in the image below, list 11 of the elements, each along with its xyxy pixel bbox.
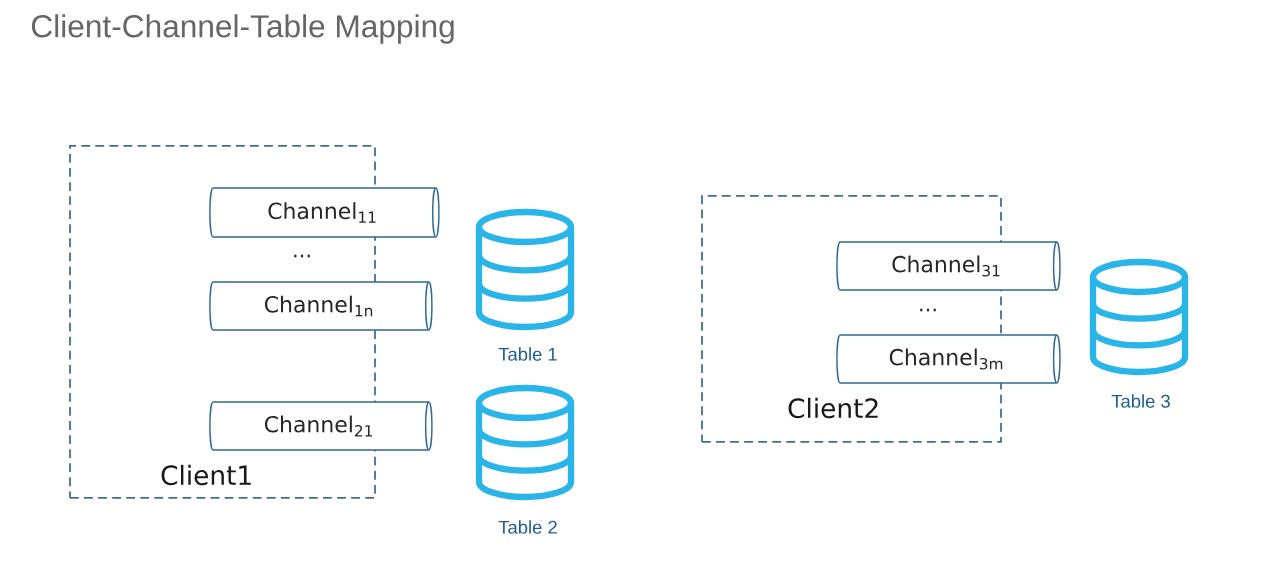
channel-cylinder: Channel$_{11}$ bbox=[209, 187, 440, 238]
channel-cylinder: Channel$_{31}$ bbox=[836, 241, 1061, 291]
table-label: Table 2 bbox=[498, 520, 557, 534]
channel-cylinder: Channel$_{21}$ bbox=[209, 401, 433, 451]
table-label: Table 3 bbox=[1111, 394, 1170, 408]
channel-cylinder: Channel$_{3m}$ bbox=[836, 334, 1061, 384]
table-label: Table 1 bbox=[498, 347, 557, 361]
ellipsis: ... bbox=[920, 308, 936, 312]
channel-cylinder: Channel$_{1n}$ bbox=[209, 281, 433, 331]
title: Client-Channel-Table Mapping bbox=[31, 14, 454, 44]
ellipsis: ... bbox=[294, 254, 310, 258]
